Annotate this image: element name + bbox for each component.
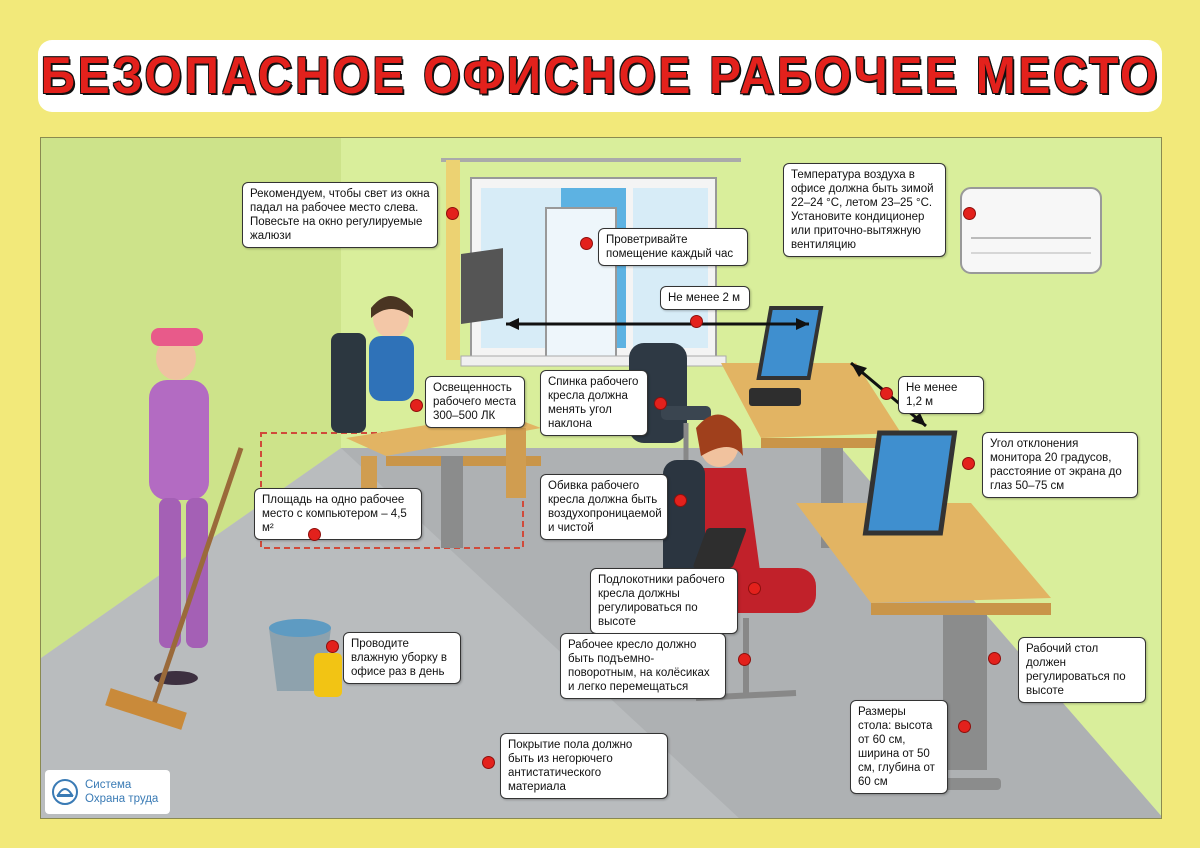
callout-temperature: Температура воздуха в офисе должна быть … — [783, 163, 946, 257]
marker-distance-1-2m — [880, 387, 893, 400]
callout-floor: Покрытие пола должно быть из негорючего … — [500, 733, 668, 799]
marker-armrests — [748, 582, 761, 595]
page-title: БЕЗОПАСНОЕ ОФИСНОЕ РАБОЧЕЕ МЕСТО — [40, 47, 1160, 105]
marker-wet-cleaning — [326, 640, 339, 653]
brand-name: Система Охрана труда — [85, 778, 158, 806]
marker-area — [308, 528, 321, 541]
callout-ventilate: Проветривайте помещение каждый час — [598, 228, 748, 266]
callout-desk-adjust: Рабочий стол должен регулироваться по вы… — [1018, 637, 1146, 703]
title-bar: БЕЗОПАСНОЕ ОФИСНОЕ РАБОЧЕЕ МЕСТО — [38, 40, 1162, 112]
desk-right-front — [693, 430, 1051, 790]
marker-upholstery — [674, 494, 687, 507]
worker-left — [331, 295, 414, 433]
callout-distance-1-2m: Не менее 1,2 м — [898, 376, 984, 414]
callout-area: Площадь на одно рабочее место с компьюте… — [254, 488, 422, 540]
marker-light — [446, 207, 459, 220]
marker-temperature — [963, 207, 976, 220]
brand-line-1: Система — [85, 779, 132, 791]
callout-armrests: Подлокотники рабочего кресла должны регу… — [590, 568, 738, 634]
shield-helmet-icon — [52, 779, 78, 805]
window — [441, 158, 741, 367]
marker-monitor-angle — [962, 457, 975, 470]
bucket — [269, 619, 342, 697]
callout-distance-2m: Не менее 2 м — [660, 286, 750, 310]
brand-line-2: Охрана труда — [85, 793, 159, 805]
brand-logo: Система Охрана труда — [45, 770, 170, 814]
callout-wet-cleaning: Проводите влажную уборку в офисе раз в д… — [343, 632, 461, 684]
callout-illumination: Освещенность рабочего места 300–500 ЛК — [425, 376, 525, 428]
cleaner-figure — [105, 328, 244, 730]
air-conditioner — [960, 187, 1102, 274]
marker-ventilate — [580, 237, 593, 250]
callout-monitor-angle: Угол отклонения монитора 20 градусов, ра… — [982, 432, 1138, 498]
callout-desk-size: Размеры стола: высота от 60 см, ширина о… — [850, 700, 948, 794]
marker-illumination — [410, 399, 423, 412]
marker-distance-2m — [690, 315, 703, 328]
marker-backrest — [654, 397, 667, 410]
callout-backrest: Спинка рабочего кресла должна менять уго… — [540, 370, 648, 436]
callout-swivel-chair: Рабочее кресло должно быть подъемно-пово… — [560, 633, 726, 699]
marker-floor — [482, 756, 495, 769]
callout-upholstery: Обивка рабочего кресла должна быть возду… — [540, 474, 668, 540]
marker-desk-size — [958, 720, 971, 733]
marker-desk-adjust — [988, 652, 1001, 665]
marker-swivel-chair — [738, 653, 751, 666]
callout-light: Рекомендуем, чтобы свет из окна падал на… — [242, 182, 438, 248]
